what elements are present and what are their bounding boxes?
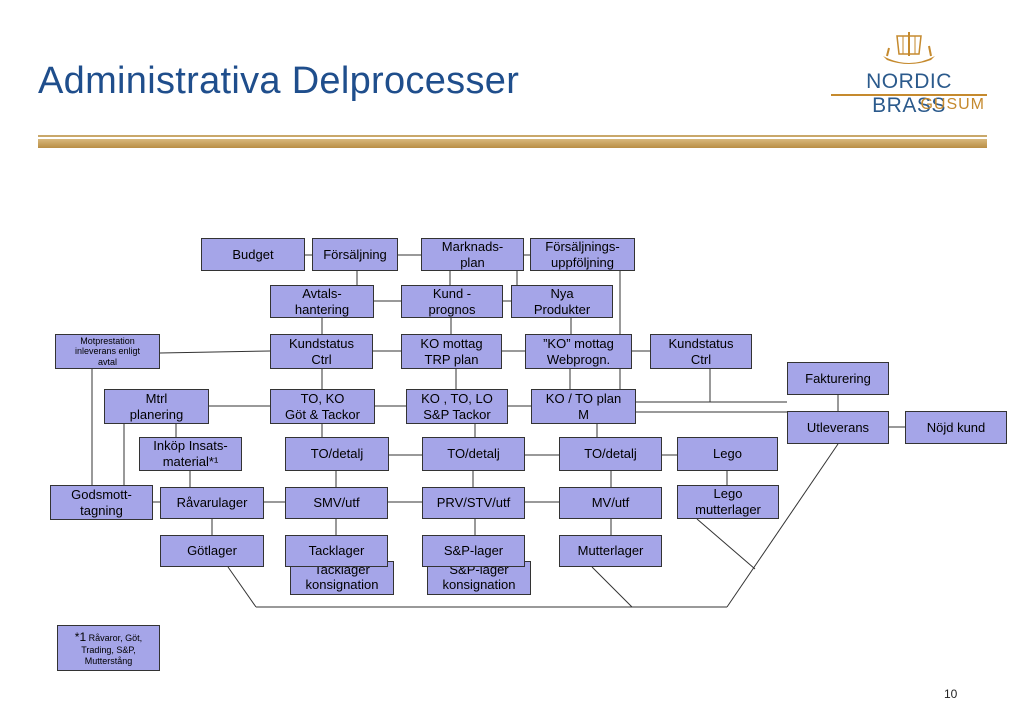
page-number: 10 <box>944 687 958 701</box>
box-avtalshantering: Avtals- hantering <box>270 285 374 318</box>
box-fakturering: Fakturering <box>787 362 889 395</box>
box-splager: S&P-lager <box>422 535 525 567</box>
box-utleverans: Utleverans <box>787 411 889 444</box>
box-inkop-insatsmaterial: Inköp Insats- material*¹ <box>139 437 242 471</box>
box-prv-stv-utf: PRV/STV/utf <box>422 487 525 519</box>
viking-ship-icon <box>883 32 935 64</box>
box-ko-mottag-web: ”KO” mottag Webprogn. <box>525 334 632 369</box>
footnote-text: Råvaror, Göt, Trading, S&P, Mutterstång <box>81 633 143 667</box>
box-lego-mutterlager: Lego mutterlager <box>677 485 779 519</box>
box-tacklager-konsignation: Tacklager konsignation <box>290 561 394 595</box>
box-kundprognos: Kund - prognos <box>401 285 503 318</box>
box-motprestation: Motprestation inleverans enligt avtal <box>55 334 160 369</box>
box-mv-utf: MV/utf <box>559 487 662 519</box>
footnote-box: *1 Råvaror, Göt, Trading, S&P, Mutterstå… <box>57 625 160 671</box>
box-mtrl-planering: Mtrl planering <box>104 389 209 424</box>
box-kundstatus-ctrl-1: Kundstatus Ctrl <box>270 334 373 369</box>
box-forsaljning: Försäljning <box>312 238 398 271</box>
box-godsmottagning: Godsmott- tagning <box>50 485 153 520</box>
box-kundstatus-ctrl-2: Kundstatus Ctrl <box>650 334 752 369</box>
box-smv-utf: SMV/utf <box>285 487 388 519</box>
box-nya-produkter: Nya Produkter <box>511 285 613 318</box>
box-to-detalj-1: TO/detalj <box>285 437 389 471</box>
page-title: Administrativa Delprocesser <box>38 60 520 102</box>
nordic-brass-logo: NORDIC BRASS GUSUM <box>831 30 987 120</box>
box-mutterlager: Mutterlager <box>559 535 662 567</box>
box-lego: Lego <box>677 437 778 471</box>
logo-brand-text: NORDIC BRASS <box>866 70 952 117</box>
box-to-detalj-3: TO/detalj <box>559 437 662 471</box>
box-to-ko-got: TO, KO Göt & Tackor <box>270 389 375 424</box>
box-to-detalj-2: TO/detalj <box>422 437 525 471</box>
box-nojd-kund: Nöjd kund <box>905 411 1007 444</box>
header-rule-thin <box>38 135 987 137</box>
box-budget: Budget <box>201 238 305 271</box>
box-gotlager: Götlager <box>160 535 264 567</box>
logo-divider <box>831 94 987 96</box>
box-ko-to-lo: KO , TO, LO S&P Tackor <box>406 389 508 424</box>
footnote-marker: *1 <box>74 630 87 644</box>
box-ko-mottag-trp: KO mottag TRP plan <box>401 334 502 369</box>
header-rule-thick <box>38 139 987 148</box>
box-tacklager: Tacklager <box>285 535 388 567</box>
logo-sub-text: GUSUM <box>920 96 985 113</box>
box-forsaljningsuppfoljning: Försäljnings- uppföljning <box>530 238 635 271</box>
box-marknadsplan: Marknads- plan <box>421 238 524 271</box>
box-ko-to-plan: KO / TO plan M <box>531 389 636 424</box>
box-ravarulager: Råvarulager <box>160 487 264 519</box>
